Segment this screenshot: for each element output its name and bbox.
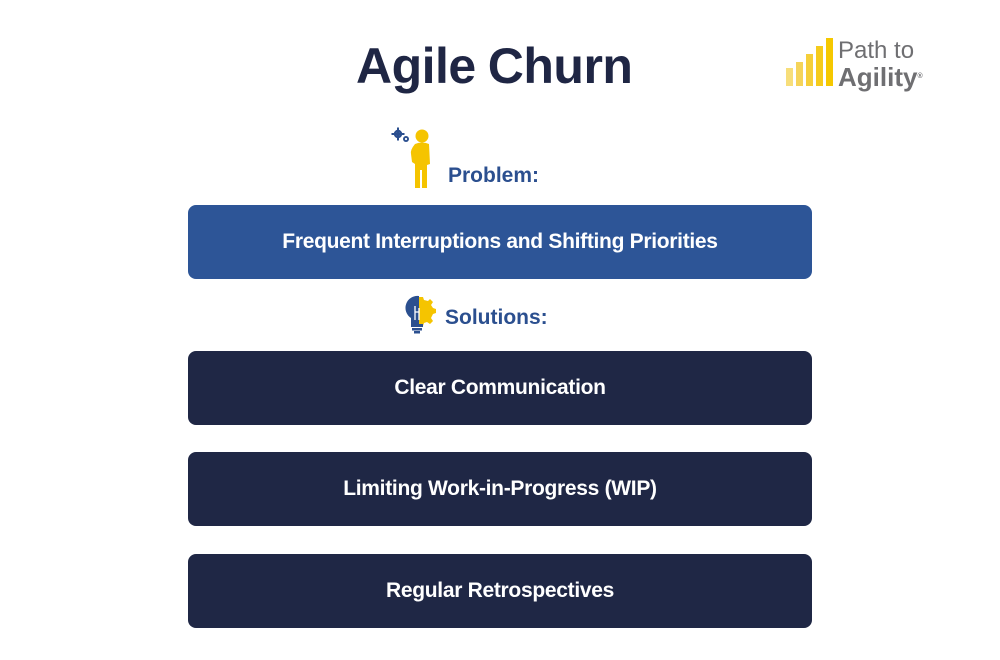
registered-mark: ® xyxy=(917,73,923,80)
solutions-label: Solutions: xyxy=(445,306,548,329)
solution-card-limiting-wip: Limiting Work-in-Progress (WIP) xyxy=(188,452,812,526)
problem-heading: Problem: xyxy=(390,126,539,190)
problem-label: Problem: xyxy=(448,164,540,187)
thinking-person-gears-icon xyxy=(391,127,430,188)
logo-line2-text: Agility xyxy=(838,62,918,92)
solution-card-regular-retrospectives: Regular Retrospectives xyxy=(188,554,812,628)
solution-card-text: Clear Communication xyxy=(394,376,606,399)
lightbulb-gear-icon xyxy=(405,295,436,334)
solutions-heading: Solutions: xyxy=(403,294,548,334)
title-word-churn-highlighted: Churn xyxy=(483,38,639,94)
logo-line2: Agility® xyxy=(838,64,923,90)
solution-card-clear-communication: Clear Communication xyxy=(188,351,812,425)
bar-chart-steps-icon xyxy=(786,38,833,86)
logo-line1: Path to xyxy=(838,37,915,64)
solution-card-text: Limiting Work-in-Progress (WIP) xyxy=(343,477,657,500)
problem-card: Frequent Interruptions and Shifting Prio… xyxy=(188,205,812,279)
solution-card-text: Regular Retrospectives xyxy=(386,579,614,602)
path-to-agility-logo: Path to Agility® xyxy=(786,38,946,98)
title-word-agile: Agile xyxy=(356,38,476,94)
problem-card-text: Frequent Interruptions and Shifting Prio… xyxy=(282,230,718,253)
